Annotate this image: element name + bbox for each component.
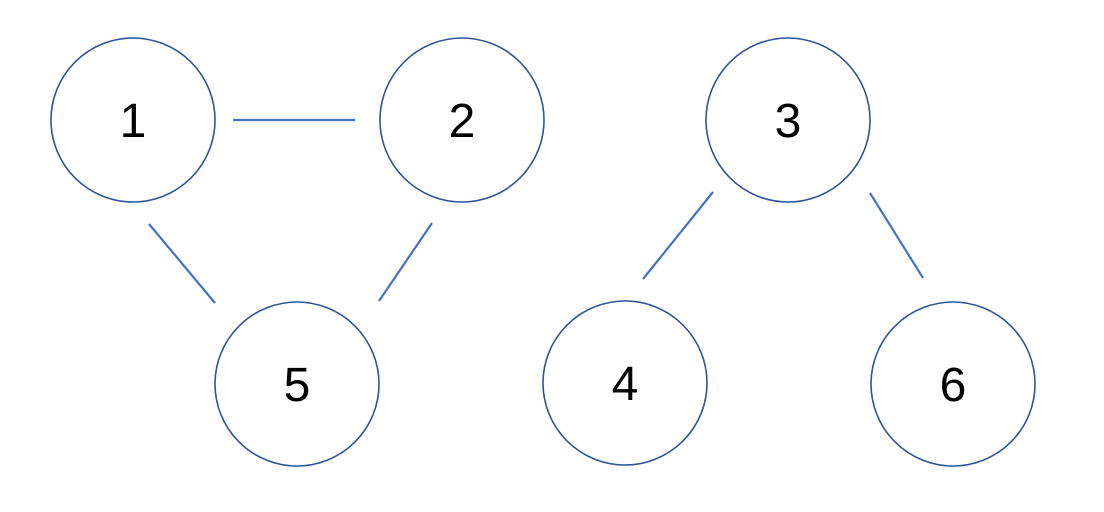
graph-node-6[interactable]: 6 — [870, 301, 1036, 467]
graph-edge-2-5[interactable] — [378, 222, 433, 302]
graph-edge-3-4[interactable] — [642, 191, 714, 280]
node-label-6: 6 — [940, 359, 967, 412]
node-circle-1[interactable] — [50, 37, 216, 203]
graph-node-2[interactable]: 2 — [379, 37, 545, 203]
graph-edge-3-6[interactable] — [869, 192, 924, 279]
graph-node-5[interactable]: 5 — [214, 301, 380, 467]
node-label-1: 1 — [120, 95, 147, 148]
node-circle-3[interactable] — [705, 37, 871, 203]
graph-node-1[interactable]: 1 — [50, 37, 216, 203]
graph-edge-1-5[interactable] — [148, 223, 216, 304]
node-label-2: 2 — [449, 95, 476, 148]
graph-node-3[interactable]: 3 — [705, 37, 871, 203]
node-circle-6[interactable] — [870, 301, 1036, 467]
node-label-5: 5 — [284, 359, 311, 412]
node-label-4: 4 — [612, 358, 639, 411]
node-circle-2[interactable] — [379, 37, 545, 203]
graph-node-4[interactable]: 4 — [542, 300, 708, 466]
node-label-3: 3 — [775, 95, 802, 148]
node-circle-4[interactable] — [542, 300, 708, 466]
node-circle-5[interactable] — [214, 301, 380, 467]
